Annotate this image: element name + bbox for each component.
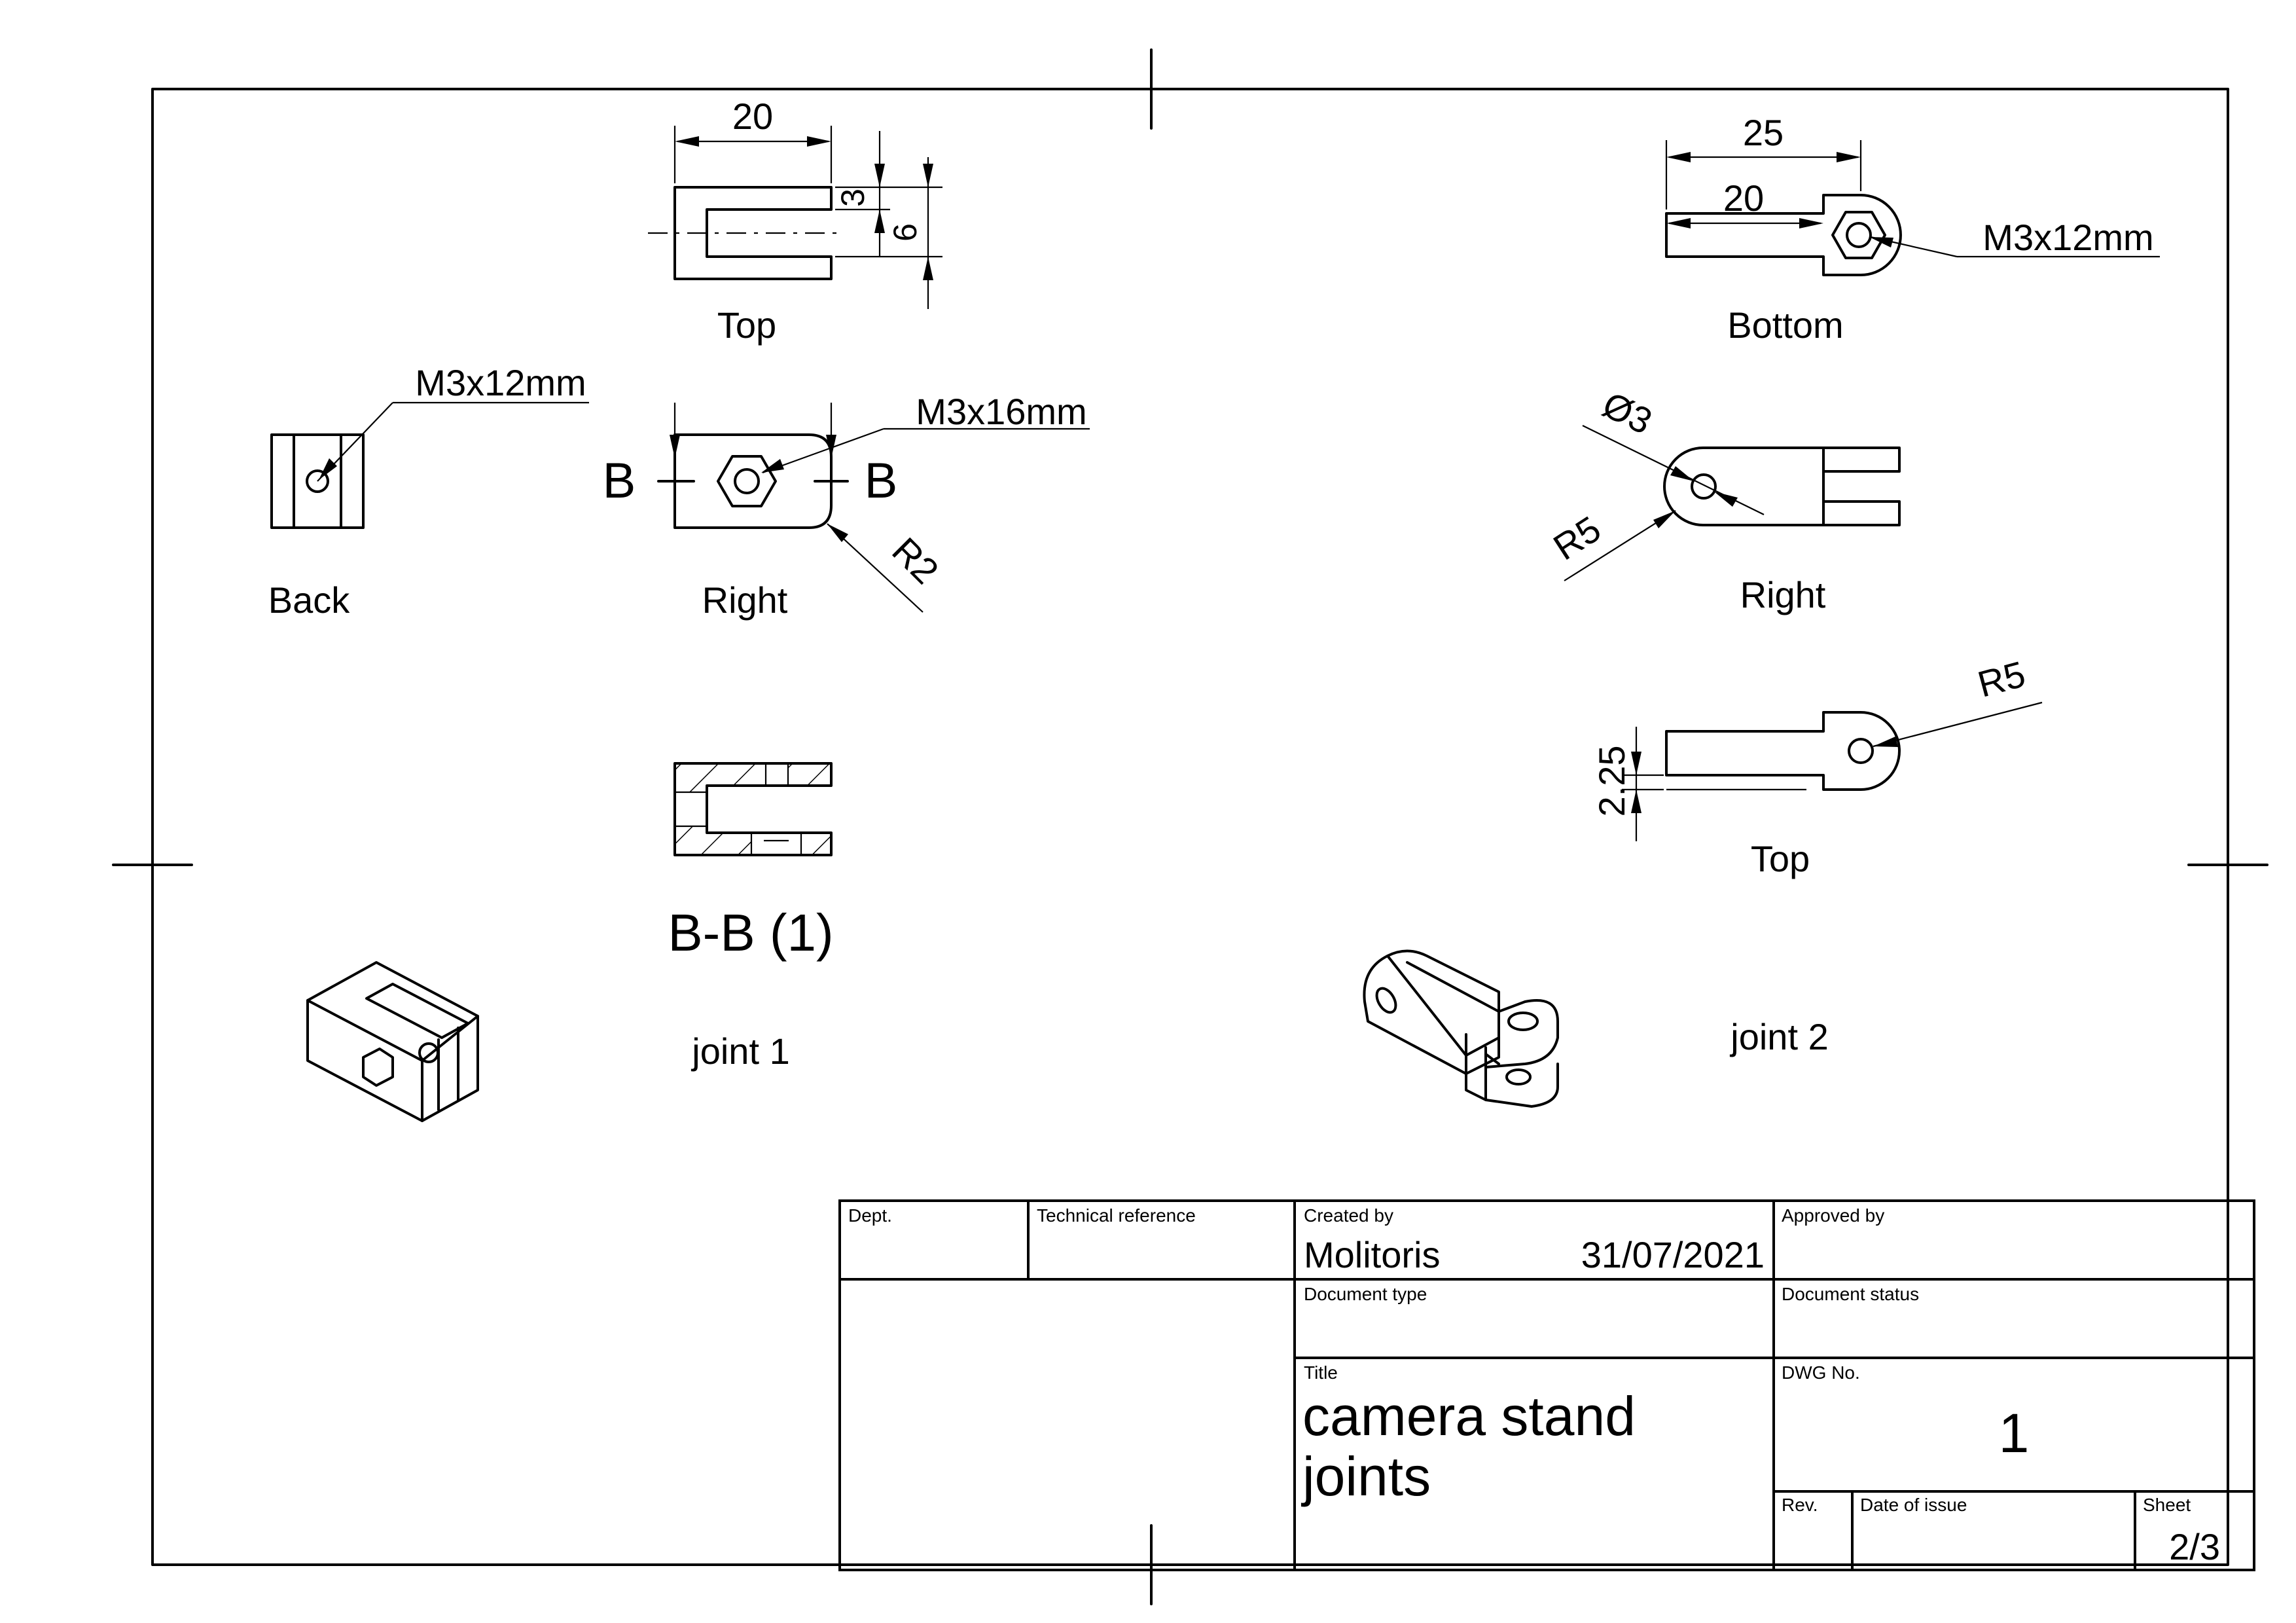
drawing-frame [112, 48, 2269, 1605]
tb-doc-type-label: Document type [1304, 1284, 1427, 1304]
dim-j1-top-height: 6 [887, 223, 924, 242]
label-joint2: joint 2 [1729, 1016, 1828, 1057]
dim-j2-bottom-screw: M3x12mm [1982, 217, 2153, 258]
joint1-top-view: 20 3 6 Top [648, 96, 942, 346]
joint2-top-view: R5 2.25 Top [1591, 653, 2043, 879]
label-j1-back: Back [268, 579, 350, 621]
label-section-bb: B-B (1) [668, 903, 833, 962]
label-j2-right: Right [1740, 574, 1826, 615]
joint2-isometric-view: joint 2 [1363, 949, 1829, 1108]
dim-j2-bottom-20: 20 [1723, 177, 1764, 219]
section-mark-left: B [603, 453, 636, 509]
tb-sheet: 2/3 [2169, 1526, 2220, 1567]
dim-j2-top-radius: R5 [1973, 653, 2029, 704]
tb-created-date: 31/07/2021 [1581, 1234, 1765, 1275]
joint1-isometric-view: joint 1 [306, 961, 790, 1122]
tb-title-label: Title [1304, 1362, 1338, 1383]
label-j2-bottom: Bottom [1727, 304, 1843, 346]
tb-tech-ref-label: Technical reference [1037, 1205, 1196, 1226]
tb-created-by: Molitoris [1304, 1234, 1440, 1275]
joint2-bottom-view: 25 20 M3x12mm Bottom [1665, 112, 2160, 346]
joint1-back-view: M3x12mm Back [268, 362, 589, 621]
label-j1-top: Top [717, 304, 776, 346]
tb-title-line1: camera stand [1302, 1385, 1636, 1447]
tb-dwg-no-label: DWG No. [1782, 1362, 1860, 1383]
label-j2-top: Top [1751, 838, 1810, 879]
tb-date-issue-label: Date of issue [1860, 1495, 1967, 1515]
dim-j2-right-dia: Ø3 [1596, 384, 1659, 442]
dim-j1-top-width: 20 [732, 96, 773, 137]
section-bb-view: B-B (1) [668, 762, 834, 962]
tb-dept-label: Dept. [848, 1205, 892, 1226]
label-joint1: joint 1 [691, 1030, 789, 1072]
dim-j1-back-screw: M3x12mm [415, 362, 586, 403]
title-block: Dept. Technical reference Created by Mol… [838, 1199, 2255, 1571]
tb-sheet-label: Sheet [2143, 1495, 2191, 1515]
section-mark-right: B [865, 453, 898, 509]
tb-approved-by-label: Approved by [1782, 1205, 1884, 1226]
dim-j1-top-slot-3: 3 [834, 189, 871, 207]
tb-title-line2: joints [1300, 1446, 1431, 1507]
dim-j2-top-thick: 2.25 [1591, 746, 1632, 817]
dim-j1-right-radius: R2 [884, 530, 946, 592]
tb-created-by-label: Created by [1304, 1205, 1393, 1226]
dim-j1-right-screw: M3x16mm [916, 391, 1086, 432]
dim-j2-bottom-25: 25 [1743, 112, 1784, 153]
tb-rev-label: Rev. [1782, 1495, 1818, 1515]
label-j1-right: Right [702, 579, 788, 621]
tb-doc-status-label: Document status [1782, 1284, 1919, 1304]
tb-dwg-no: 1 [1999, 1402, 2030, 1464]
joint1-right-view: B B M3x16mm R2 Right [603, 391, 1090, 621]
joint2-right-view: Ø3 R5 Right [1546, 384, 1901, 615]
